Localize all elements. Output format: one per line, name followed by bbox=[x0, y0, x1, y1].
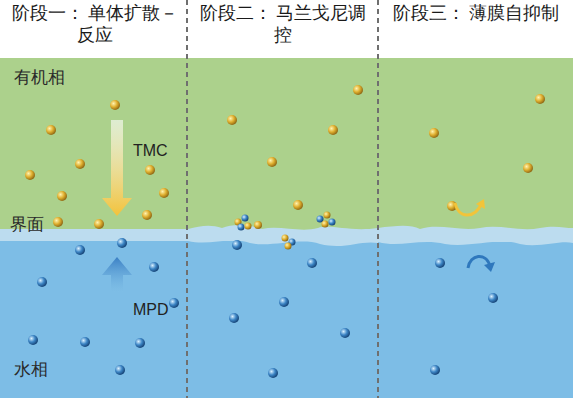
monomer-label: MPD bbox=[133, 300, 169, 319]
phase-label: 界面 bbox=[10, 215, 44, 235]
monomer-label: TMC bbox=[133, 141, 168, 160]
stage-heading: 阶段二： 马兰戈尼调控 bbox=[198, 3, 368, 46]
phase-label: 水相 bbox=[14, 360, 48, 380]
stage-heading: 阶段三： 薄膜自抑制 bbox=[391, 3, 561, 25]
stage-heading: 阶段一： 单体扩散－反应 bbox=[10, 3, 180, 46]
phase-label: 有机相 bbox=[14, 68, 65, 88]
